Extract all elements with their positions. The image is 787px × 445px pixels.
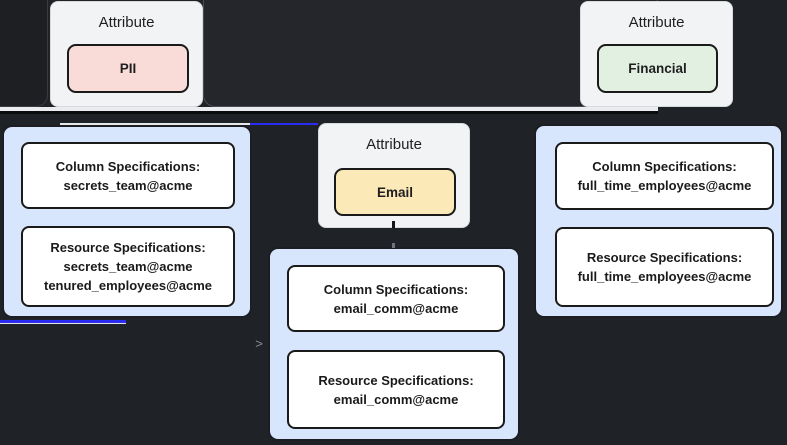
spec-group-email: Column Specifications: email_comm@acme R… bbox=[268, 247, 520, 441]
attribute-node-financial: Attribute Financial bbox=[580, 1, 733, 107]
expand-chevron-icon[interactable]: > bbox=[255, 336, 263, 351]
connector-stub-bottom bbox=[392, 243, 395, 248]
attribute-node-title: Attribute bbox=[366, 136, 422, 153]
column-spec-card: Column Specifications: secrets_team@acme bbox=[21, 142, 235, 209]
resource-spec-card: Resource Specifications: email_comm@acme bbox=[287, 350, 505, 429]
resource-spec-title: Resource Specifications: bbox=[318, 372, 474, 388]
column-spec-value: secrets_team@acme bbox=[63, 177, 193, 193]
spec-group-pii: Column Specifications: secrets_team@acme… bbox=[2, 125, 252, 318]
resource-spec-value: tenured_employees@acme bbox=[43, 278, 213, 293]
attribute-pill-email: Email bbox=[334, 168, 456, 216]
attribute-pill-pii: PII bbox=[67, 44, 189, 93]
resource-spec-card: Resource Specifications: secrets_team@ac… bbox=[21, 226, 235, 307]
column-spec-card: Column Specifications: full_time_employe… bbox=[555, 142, 774, 210]
column-spec-title: Column Specifications: bbox=[55, 158, 201, 174]
resource-spec-card: Resource Specifications: full_time_emplo… bbox=[555, 227, 774, 307]
resource-spec-value: email_comm@acme bbox=[333, 391, 459, 407]
attribute-pill-financial: Financial bbox=[597, 44, 718, 93]
resource-spec-title: Resource Specifications: bbox=[586, 250, 743, 265]
highlighted-edge-bottom bbox=[0, 320, 126, 323]
resource-spec-value: secrets_team@acme bbox=[63, 259, 193, 274]
edge-line-segment bbox=[60, 122, 250, 125]
edge-line-horizontal bbox=[0, 107, 658, 111]
column-spec-value: full_time_employees@acme bbox=[577, 178, 752, 193]
spec-group-financial: Column Specifications: full_time_employe… bbox=[534, 124, 783, 318]
attribute-node-pii: Attribute PII bbox=[50, 1, 203, 107]
connector-stub-top bbox=[392, 221, 395, 228]
attribute-node-email: Attribute Email bbox=[318, 123, 470, 228]
resource-spec-title: Resource Specifications: bbox=[50, 240, 206, 255]
background-panel-corner bbox=[0, 0, 48, 107]
column-spec-title: Column Specifications: bbox=[323, 281, 469, 297]
edge-line-shadow bbox=[0, 111, 658, 114]
edge-line-segment bbox=[0, 322, 126, 325]
column-spec-card: Column Specifications: email_comm@acme bbox=[287, 265, 505, 332]
column-spec-value: email_comm@acme bbox=[333, 300, 459, 316]
highlighted-edge-top bbox=[250, 122, 318, 126]
column-spec-title: Column Specifications: bbox=[592, 159, 737, 174]
attribute-node-title: Attribute bbox=[628, 14, 685, 31]
resource-spec-value: full_time_employees@acme bbox=[577, 269, 752, 284]
attribute-node-title: Attribute bbox=[98, 14, 155, 31]
